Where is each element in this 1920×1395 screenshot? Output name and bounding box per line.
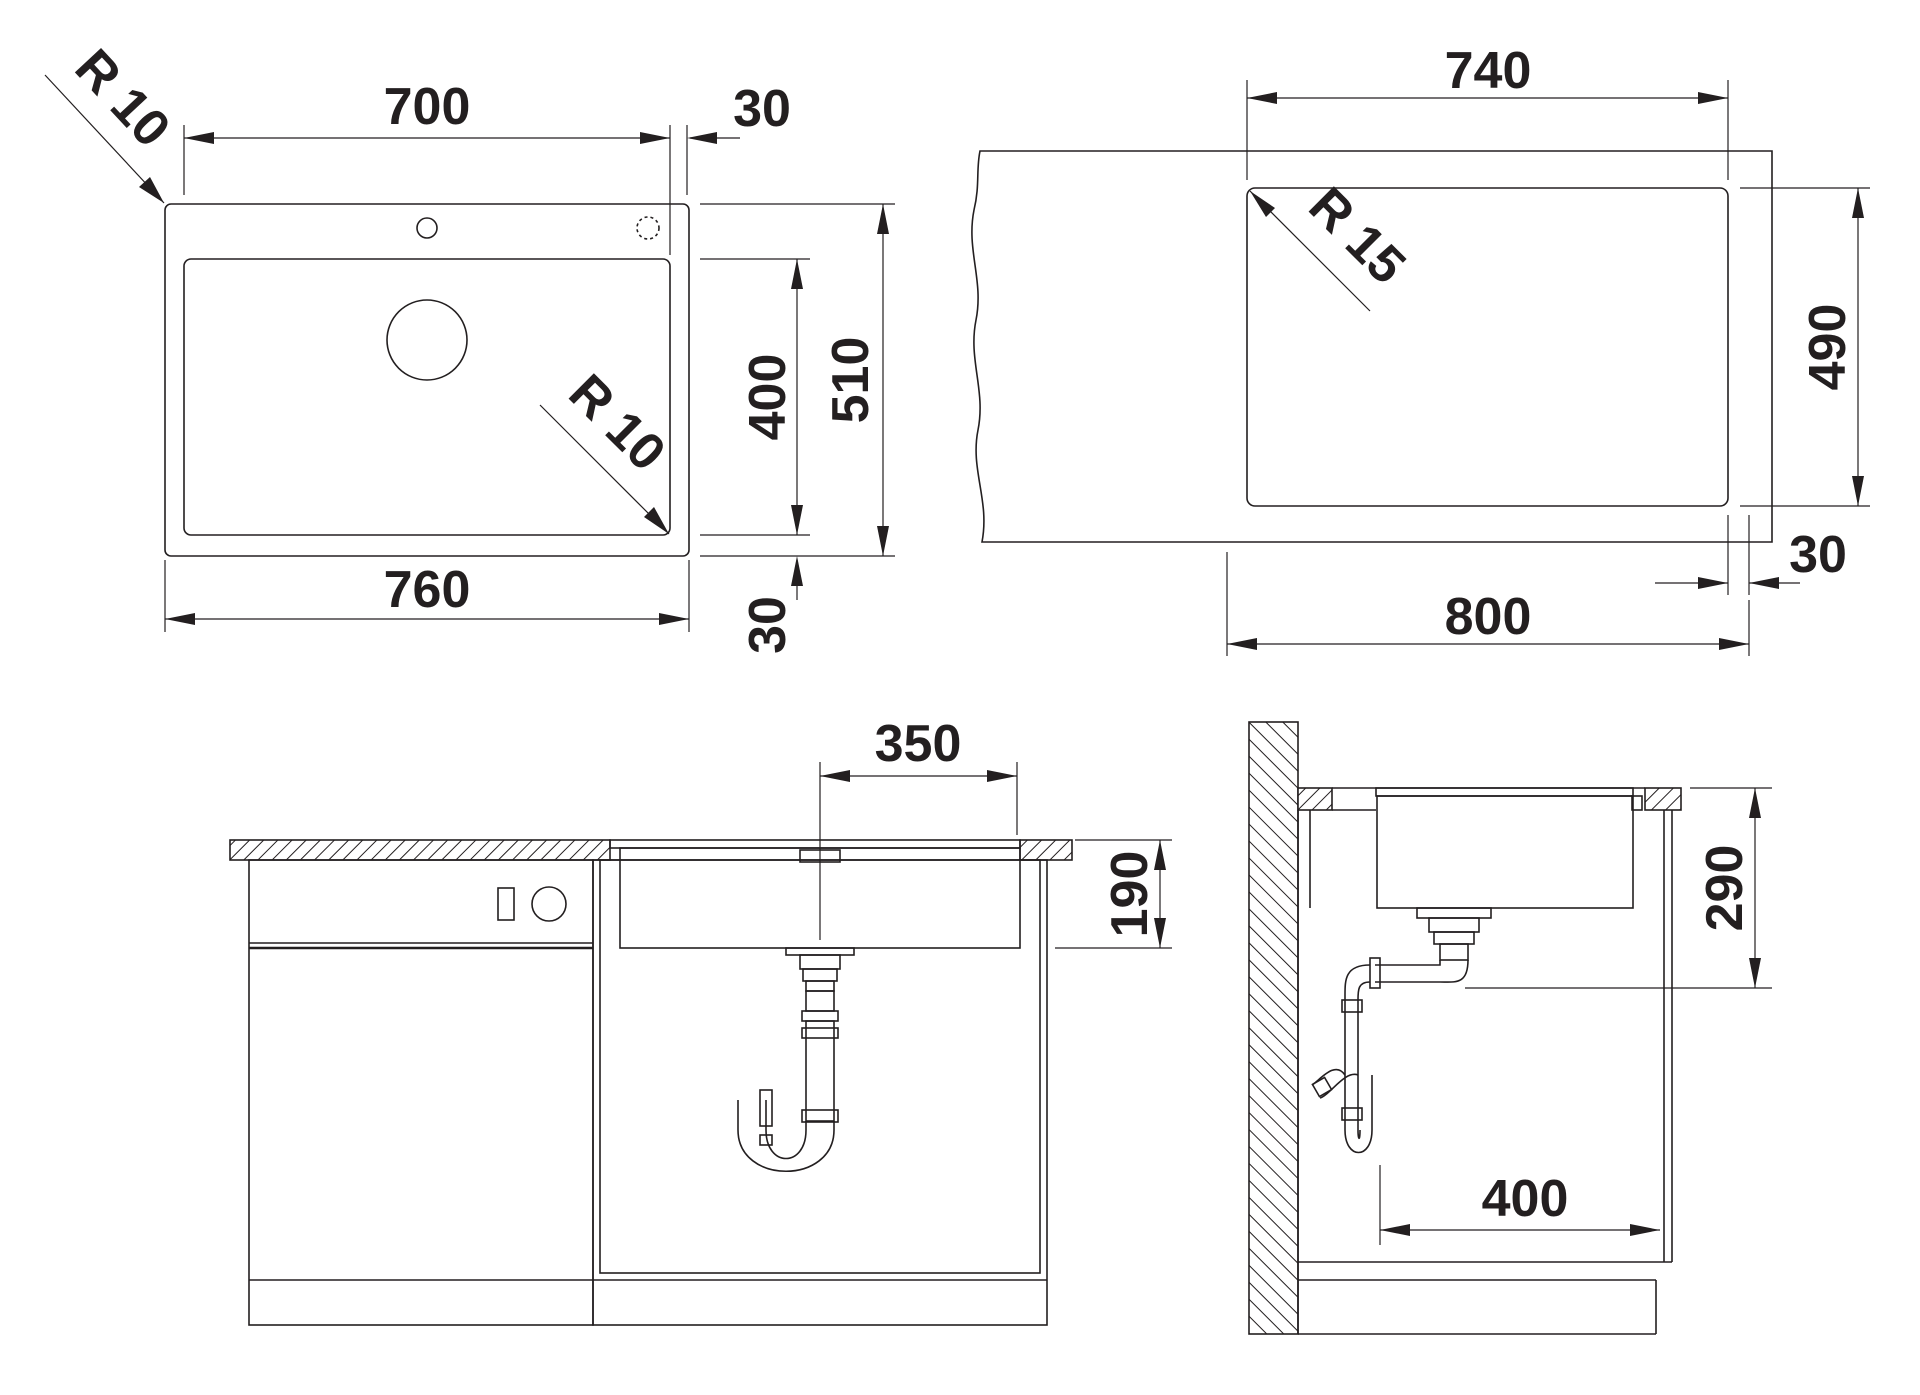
dim-rim-top: 30 [733,80,791,138]
dim-cutout-height: 490 [1799,304,1857,391]
worktop-cutout [1246,187,1729,507]
dishwasher-cabinet [248,859,594,1326]
dim-cabinet-width: 800 [1445,588,1532,646]
front-elevation-view: 350 190 [229,715,1172,1326]
worktop-outline [971,150,1773,543]
dim-cutout-width: 740 [1445,42,1532,100]
drain-trap [737,947,855,1172]
drain-circle [386,299,468,381]
dim-cutout-radius: R 15 [1298,177,1417,296]
control-knob [531,886,567,922]
tap-hole [416,217,438,239]
side-elevation-view: 290 400 [1248,721,1772,1335]
optional-tap-hole [636,216,660,240]
dim-rim: 30 [1789,526,1847,584]
wall [1248,721,1299,1335]
dim-bowl-depth-side: 290 [1696,845,1754,932]
dim-bowl-depth-front: 190 [1101,851,1159,938]
sink-bowl [183,258,671,536]
dim-cabinet-depth: 400 [1482,1170,1569,1228]
dim-inner-width: 700 [384,78,471,136]
dim-outer-height: 510 [822,337,880,424]
dim-outer-width: 760 [384,561,471,619]
dim-inner-height: 400 [739,354,797,441]
sink-outer-rim [164,203,690,557]
control-switch [497,887,515,921]
dim-rim-bottom: 30 [739,596,797,654]
sink-top-view: 700 30 R 10 R 10 400 510 30 [44,38,895,654]
worktop-left [229,839,611,861]
worktop-front [1644,787,1682,811]
dim-radius-outer: R 10 [64,38,181,158]
worktop-back [1297,787,1333,811]
dim-drain-offset: 350 [875,715,962,773]
worktop-right [1019,839,1073,861]
dim-radius-inner: R 10 [558,364,677,483]
sink-bowl-side [1376,795,1634,909]
cutout-top-view: 740 R 15 490 30 800 [971,42,1870,656]
drain-trap-side [1311,907,1492,1154]
